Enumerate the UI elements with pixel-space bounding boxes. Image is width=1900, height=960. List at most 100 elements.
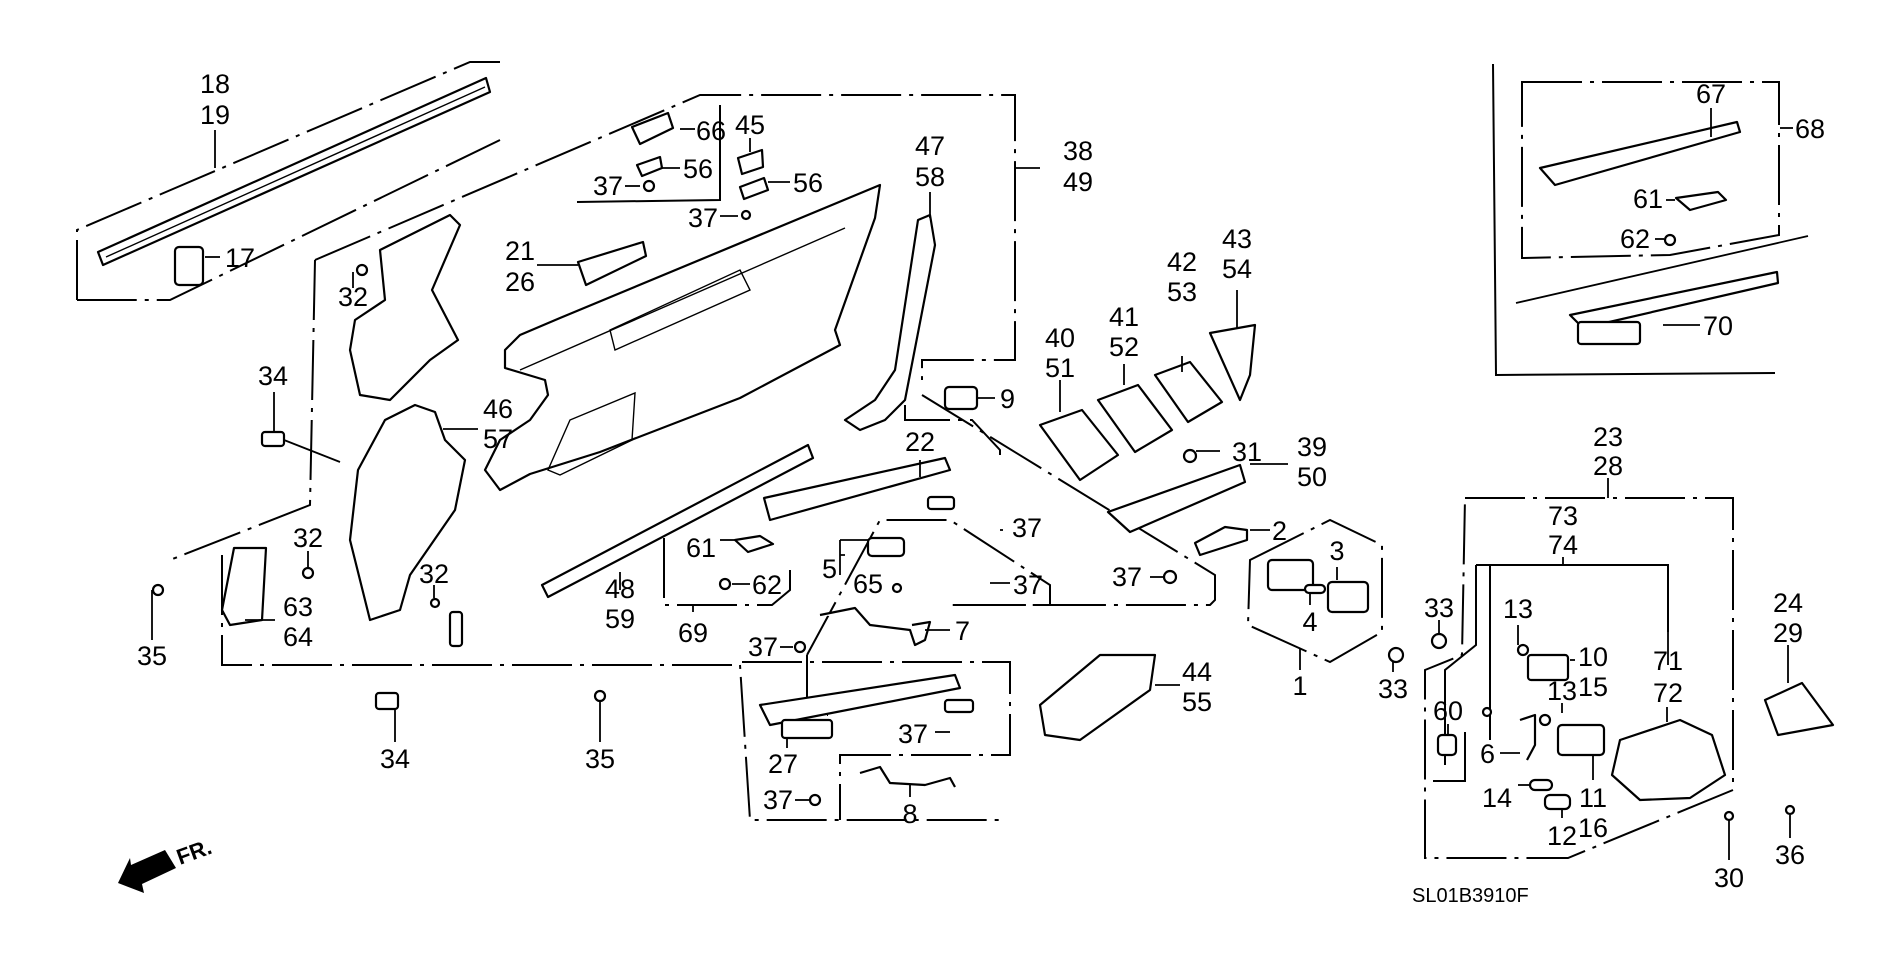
callout-35: 35 [137,641,167,671]
divider-line [1515,235,1809,304]
callout-8: 8 [902,799,917,829]
callout-37: 37 [688,203,718,233]
callout-52: 52 [1109,332,1139,362]
callout-48: 48 [605,574,635,604]
callout-33: 33 [1378,674,1408,704]
part-door-lining-recess [547,391,636,476]
callout-labels: 18 19 17 66 56 37 45 56 37 47 58 38 49 2… [137,69,1825,893]
part-screw-frame [1481,706,1493,718]
group-frames [76,61,1809,859]
leader-lines [151,108,1793,860]
parts [96,76,1835,822]
callout-13: 13 [1547,676,1577,706]
part-harness-7 [819,606,932,647]
part-nut-65 [891,582,903,594]
frame-small-switch [576,105,721,203]
callout-34: 34 [258,361,288,391]
part-pad-42 [1153,360,1224,424]
callout-61: 61 [1633,184,1663,214]
callout-13: 13 [1503,594,1533,624]
frame-garnish-strip [76,61,501,301]
callout-15: 15 [1578,672,1608,702]
callout-37: 37 [763,785,793,815]
frame-switch-27 [742,661,1011,820]
part-bezel-56a [635,155,664,178]
callout-30: 30 [1714,863,1744,893]
callout-11: 11 [1579,783,1607,813]
part-switch-61a [733,534,775,554]
callout-54: 54 [1222,254,1252,284]
callout-44: 44 [1182,657,1212,687]
callout-60: 60 [1433,696,1463,726]
callout-72: 72 [1653,678,1683,708]
part-pad-40 [1038,408,1120,482]
part-harness-8 [859,765,956,788]
front-arrow-icon [118,850,176,893]
part-inner-handle [1610,718,1727,802]
part-bezel-27 [943,698,975,714]
part-screw-62b [1663,233,1677,247]
callout-49: 49 [1063,167,1093,197]
part-screw-32a [355,263,369,277]
front-direction-indicator: FR. [118,834,215,893]
callout-36: 36 [1775,840,1805,870]
part-screw-37a [642,179,656,193]
part-grommet-63 [220,546,268,627]
callout-4: 4 [1302,607,1317,637]
callout-18: 18 [200,69,230,99]
callout-28: 28 [1593,451,1623,481]
callout-70: 70 [1703,311,1733,341]
callout-35: 35 [585,744,615,774]
frame-door-lining [169,94,1016,561]
part-screw-35a [151,583,165,597]
callout-55: 55 [1182,687,1212,717]
callout-57: 57 [483,424,513,454]
part-switch-61b [1674,190,1728,212]
part-pad-43 [1208,323,1257,402]
part-clip-31 [1182,448,1198,464]
callout-62: 62 [752,570,782,600]
part-switch-45 [736,148,765,176]
callout-62: 62 [1620,224,1650,254]
part-switch-panel-27 [758,673,962,727]
callout-50: 50 [1297,462,1327,492]
callout-6: 6 [1480,739,1495,769]
drawing-code: SL01B3910F [1412,885,1529,907]
part-speaker-grille [1038,653,1157,742]
part-nut-33b [1387,646,1405,664]
frame-light-assembly [1246,518,1383,664]
callout-26: 26 [505,267,535,297]
part-screw-36 [1784,804,1796,816]
part-bracket [448,610,464,648]
part-pillar-trim [843,213,937,432]
part-bracket-2 [1193,525,1249,557]
callout-17: 17 [225,243,255,273]
part-door-lining-pocket [609,269,751,351]
callout-9: 9 [1000,384,1015,414]
callout-40: 40 [1045,323,1075,353]
part-screw-37c [1162,569,1178,585]
frame-inner-handle [1424,497,1734,859]
part-switch-panel-22 [762,456,952,522]
part-clip-17 [173,245,205,287]
frame-switch-22 [904,405,1001,455]
callout-37: 37 [1012,513,1042,543]
callout-74: 74 [1548,530,1578,560]
callout-67: 67 [1696,79,1726,109]
callout-3: 3 [1329,536,1344,566]
part-speaker-cover [348,403,467,622]
callout-38: 38 [1063,136,1093,166]
callout-34: 34 [380,744,410,774]
callout-66: 66 [696,116,726,146]
part-garnish-strip [96,76,492,267]
callout-56: 56 [683,154,713,184]
callout-53: 53 [1167,277,1197,307]
callout-63: 63 [283,592,313,622]
part-courtesy-light [1266,558,1315,592]
callout-61: 61 [686,533,716,563]
part-switch-21 [576,240,648,287]
callout-45: 45 [735,110,765,140]
part-cable-6 [1519,713,1537,761]
part-door-lining [483,183,882,492]
